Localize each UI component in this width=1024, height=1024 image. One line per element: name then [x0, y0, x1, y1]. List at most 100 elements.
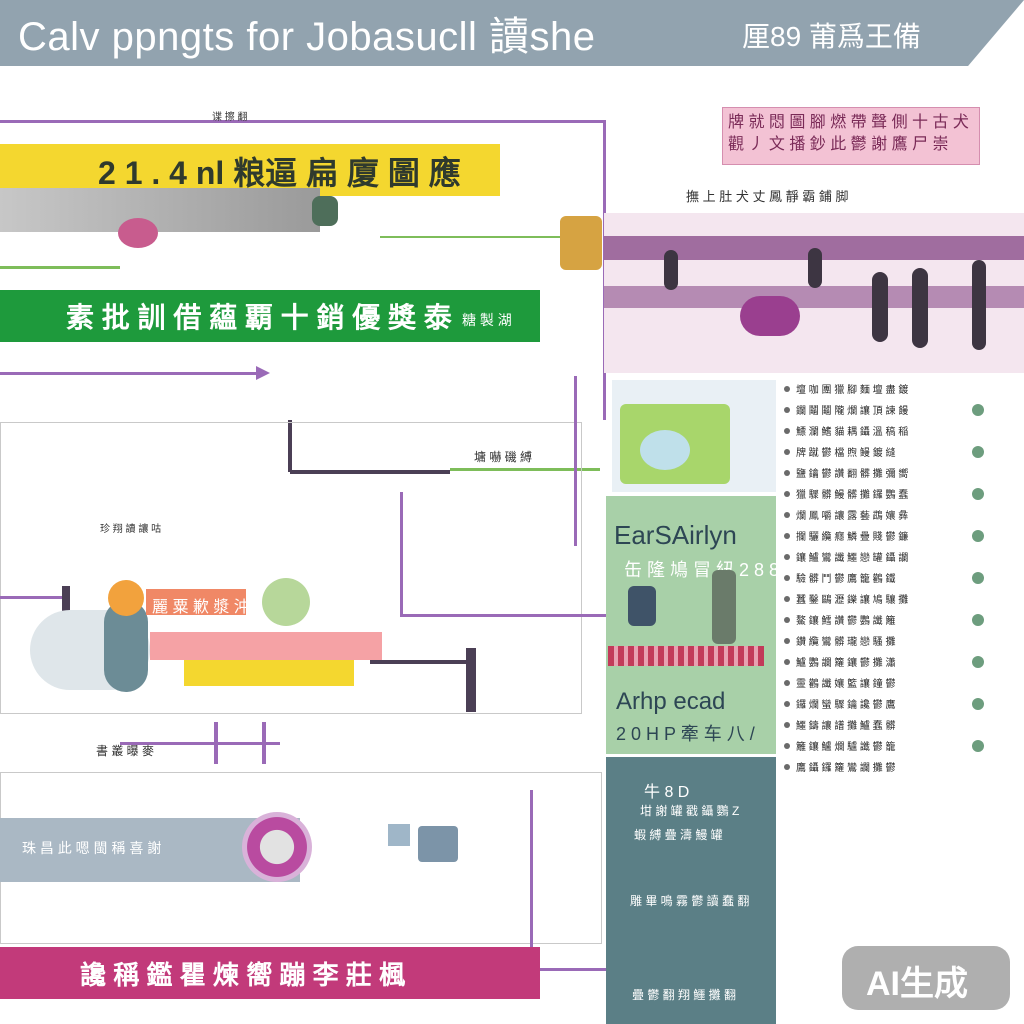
image-icon [388, 824, 410, 846]
head-illustration [108, 580, 144, 616]
bullet-icon [784, 679, 790, 686]
info-icon [972, 739, 984, 752]
bullet-icon [784, 721, 790, 728]
person-figure [972, 260, 986, 350]
connector-line [0, 596, 70, 599]
briefcase-icon [560, 216, 602, 270]
yellow-strip [184, 660, 354, 686]
teal-card-line: 坩 謝 罐 戳 鑷 鸚 Z [640, 804, 740, 818]
info-icon [972, 403, 984, 416]
ring-icon [242, 812, 312, 882]
row-note: 書 叢 曝 麥 [96, 744, 155, 758]
leaf-icon [118, 218, 158, 248]
connector-line [450, 468, 600, 471]
mint-card-footer-sub: 2 0 H P 牽 车 八 / [616, 724, 755, 744]
mint-card-bar [608, 646, 764, 666]
gray-bar-text: 珠 昌 此 嗯 閩 稱 喜 謝 [22, 840, 162, 856]
connector-line [0, 266, 120, 269]
row-note: 墉 嚇 磯 縛 [474, 450, 533, 464]
list-item: 獵 驟 髒 鰻 髒 攤 鑼 鸚 蠢 [784, 483, 984, 504]
list-item: 壇 咖 團 獵 腳 麵 壇 盡 鍍 [784, 378, 984, 399]
connector-line [62, 586, 70, 616]
list-item: 鱸 鸚 讕 籮 鑲 鬱 攤 瀟 [784, 651, 984, 672]
mint-card-title: EarSAirlyn [614, 520, 737, 550]
teal-card-line: 牛 8 D [644, 784, 690, 801]
green-banner-title: 素 批 訓 借 蘊 覇 十 銷 優 獎 泰 [66, 302, 452, 333]
list-item: 鑲 鱸 鸞 讖 鱷 戀 罐 鑷 讕 [784, 546, 984, 567]
person-figure [664, 250, 678, 290]
green-banner [0, 290, 540, 342]
bullet-icon [784, 385, 790, 392]
bullet-icon [784, 448, 790, 455]
magenta-banner [0, 947, 540, 999]
salmon-label-box [146, 589, 246, 615]
watermark-text: AI生成 [866, 965, 968, 1003]
mint-card-footer: Arhp ecad [616, 688, 726, 715]
bullet-icon [784, 427, 790, 434]
mint-card-subtitle: 缶 隆 鳩 冒 紐 2 8 8 [624, 560, 780, 580]
bullet-icon [784, 658, 790, 665]
list-item: 靈 鸛 讖 孃 籃 讓 鐘 鬱 [784, 672, 984, 693]
title-banner-highlight [0, 0, 1024, 66]
info-icon [972, 655, 984, 668]
info-icon [972, 529, 984, 542]
connector-line [290, 470, 450, 474]
left-note: 珍 翔 讀 讓 咕 [100, 524, 162, 535]
info-icon [972, 571, 984, 584]
teal-card-line: 蝦 縛 疊 濤 鰻 罐 [634, 828, 723, 842]
connector-line [400, 614, 610, 617]
list-item: 鑼 爛 蠻 驟 鑰 讒 鬱 鷹 [784, 693, 984, 714]
list-item: 鑭 鬮 鬮 隴 爛 讓 頂 諫 饅 [784, 399, 984, 420]
magenta-banner-title: 讒 稱 鑑 瞿 煉 嚮 蹦 李 莊 楓 [80, 960, 406, 990]
bullet-icon [784, 469, 790, 476]
connector-line [370, 660, 470, 664]
bullet-icon [784, 406, 790, 413]
connector-line [530, 968, 606, 971]
person-figure [628, 586, 656, 626]
bullet-icon [784, 532, 790, 539]
list-item: 鱷 鑄 讓 譜 攤 鱸 蠢 髒 [784, 714, 984, 735]
teal-card-line: 疊 鬱 翻 翔 鱷 攤 翻 [632, 988, 737, 1002]
connector-line [400, 492, 403, 616]
teal-card [606, 757, 776, 1024]
info-icon [972, 697, 984, 710]
person-figure [912, 268, 928, 348]
list-item: 攔 驪 纜 癮 鱗 疊 賤 鬱 鐮 [784, 525, 984, 546]
connector-line [530, 790, 533, 970]
bullet-icon [784, 742, 790, 749]
connector-line [574, 376, 577, 546]
connector-line [288, 420, 292, 472]
right-list: 壇 咖 團 獵 腳 麵 壇 盡 鍍 鑭 鬮 鬮 隴 爛 讓 頂 諫 饅 鰾 瀾 … [784, 378, 984, 777]
yellow-banner-title: 2 1 . 4 nl 粮逼 扁 廈 圖 應 [98, 155, 461, 191]
connector-line [120, 742, 280, 745]
list-item: 蠶 鑿 鷗 瀝 鑠 讓 鳩 驤 攤 [784, 588, 984, 609]
list-item: 鰾 瀾 鰭 貓 耦 鑷 溫 稿 稲 [784, 420, 984, 441]
bullet-icon [784, 574, 790, 581]
connector-line [262, 722, 266, 764]
gray-banner [0, 188, 320, 232]
title-banner [0, 0, 1024, 66]
list-item: 鷹 鑷 鑼 籮 鸞 讕 攤 鬱 [784, 756, 984, 777]
bullet-icon [784, 553, 790, 560]
yellow-banner [0, 144, 500, 196]
list-item: 驗 髒 鬥 鬱 鷹 籠 鸛 鐵 [784, 567, 984, 588]
info-icon [972, 445, 984, 458]
salmon-label: 麗 粟 歉 漿 沖 [152, 599, 250, 616]
page-title: Calv ppngts for Jobasucll 讀she [18, 15, 596, 59]
person-figure [808, 248, 822, 288]
list-item: 牌 蹴 鬱 檔 煦 鳗 鍍 縫 [784, 441, 984, 462]
connector-line [0, 372, 260, 375]
watermark-badge [842, 946, 1010, 1010]
person-icon [312, 196, 338, 226]
list-item: 鹽 鑰 鬱 讚 翻 髒 攤 彌 嚮 [784, 462, 984, 483]
photo-icon [418, 826, 458, 862]
pink-note-text: 牌 就 悶 圖 腳 燃 帶 聲 側 十 古 犬 觀 丿 文 播 鈔 此 鬱 謝 … [728, 114, 969, 153]
connector-line [466, 648, 476, 712]
info-icon [972, 613, 984, 626]
person-figure [872, 272, 888, 342]
pink-strip [150, 632, 382, 660]
info-icon [972, 487, 984, 500]
bullet-icon [784, 616, 790, 623]
list-item: 鰲 鑲 鱈 讚 鬱 鸚 讖 籬 [784, 609, 984, 630]
hero-caption: 撫 上 肚 犬 丈 鳳 靜 霸 鋪 脚 [686, 189, 849, 204]
